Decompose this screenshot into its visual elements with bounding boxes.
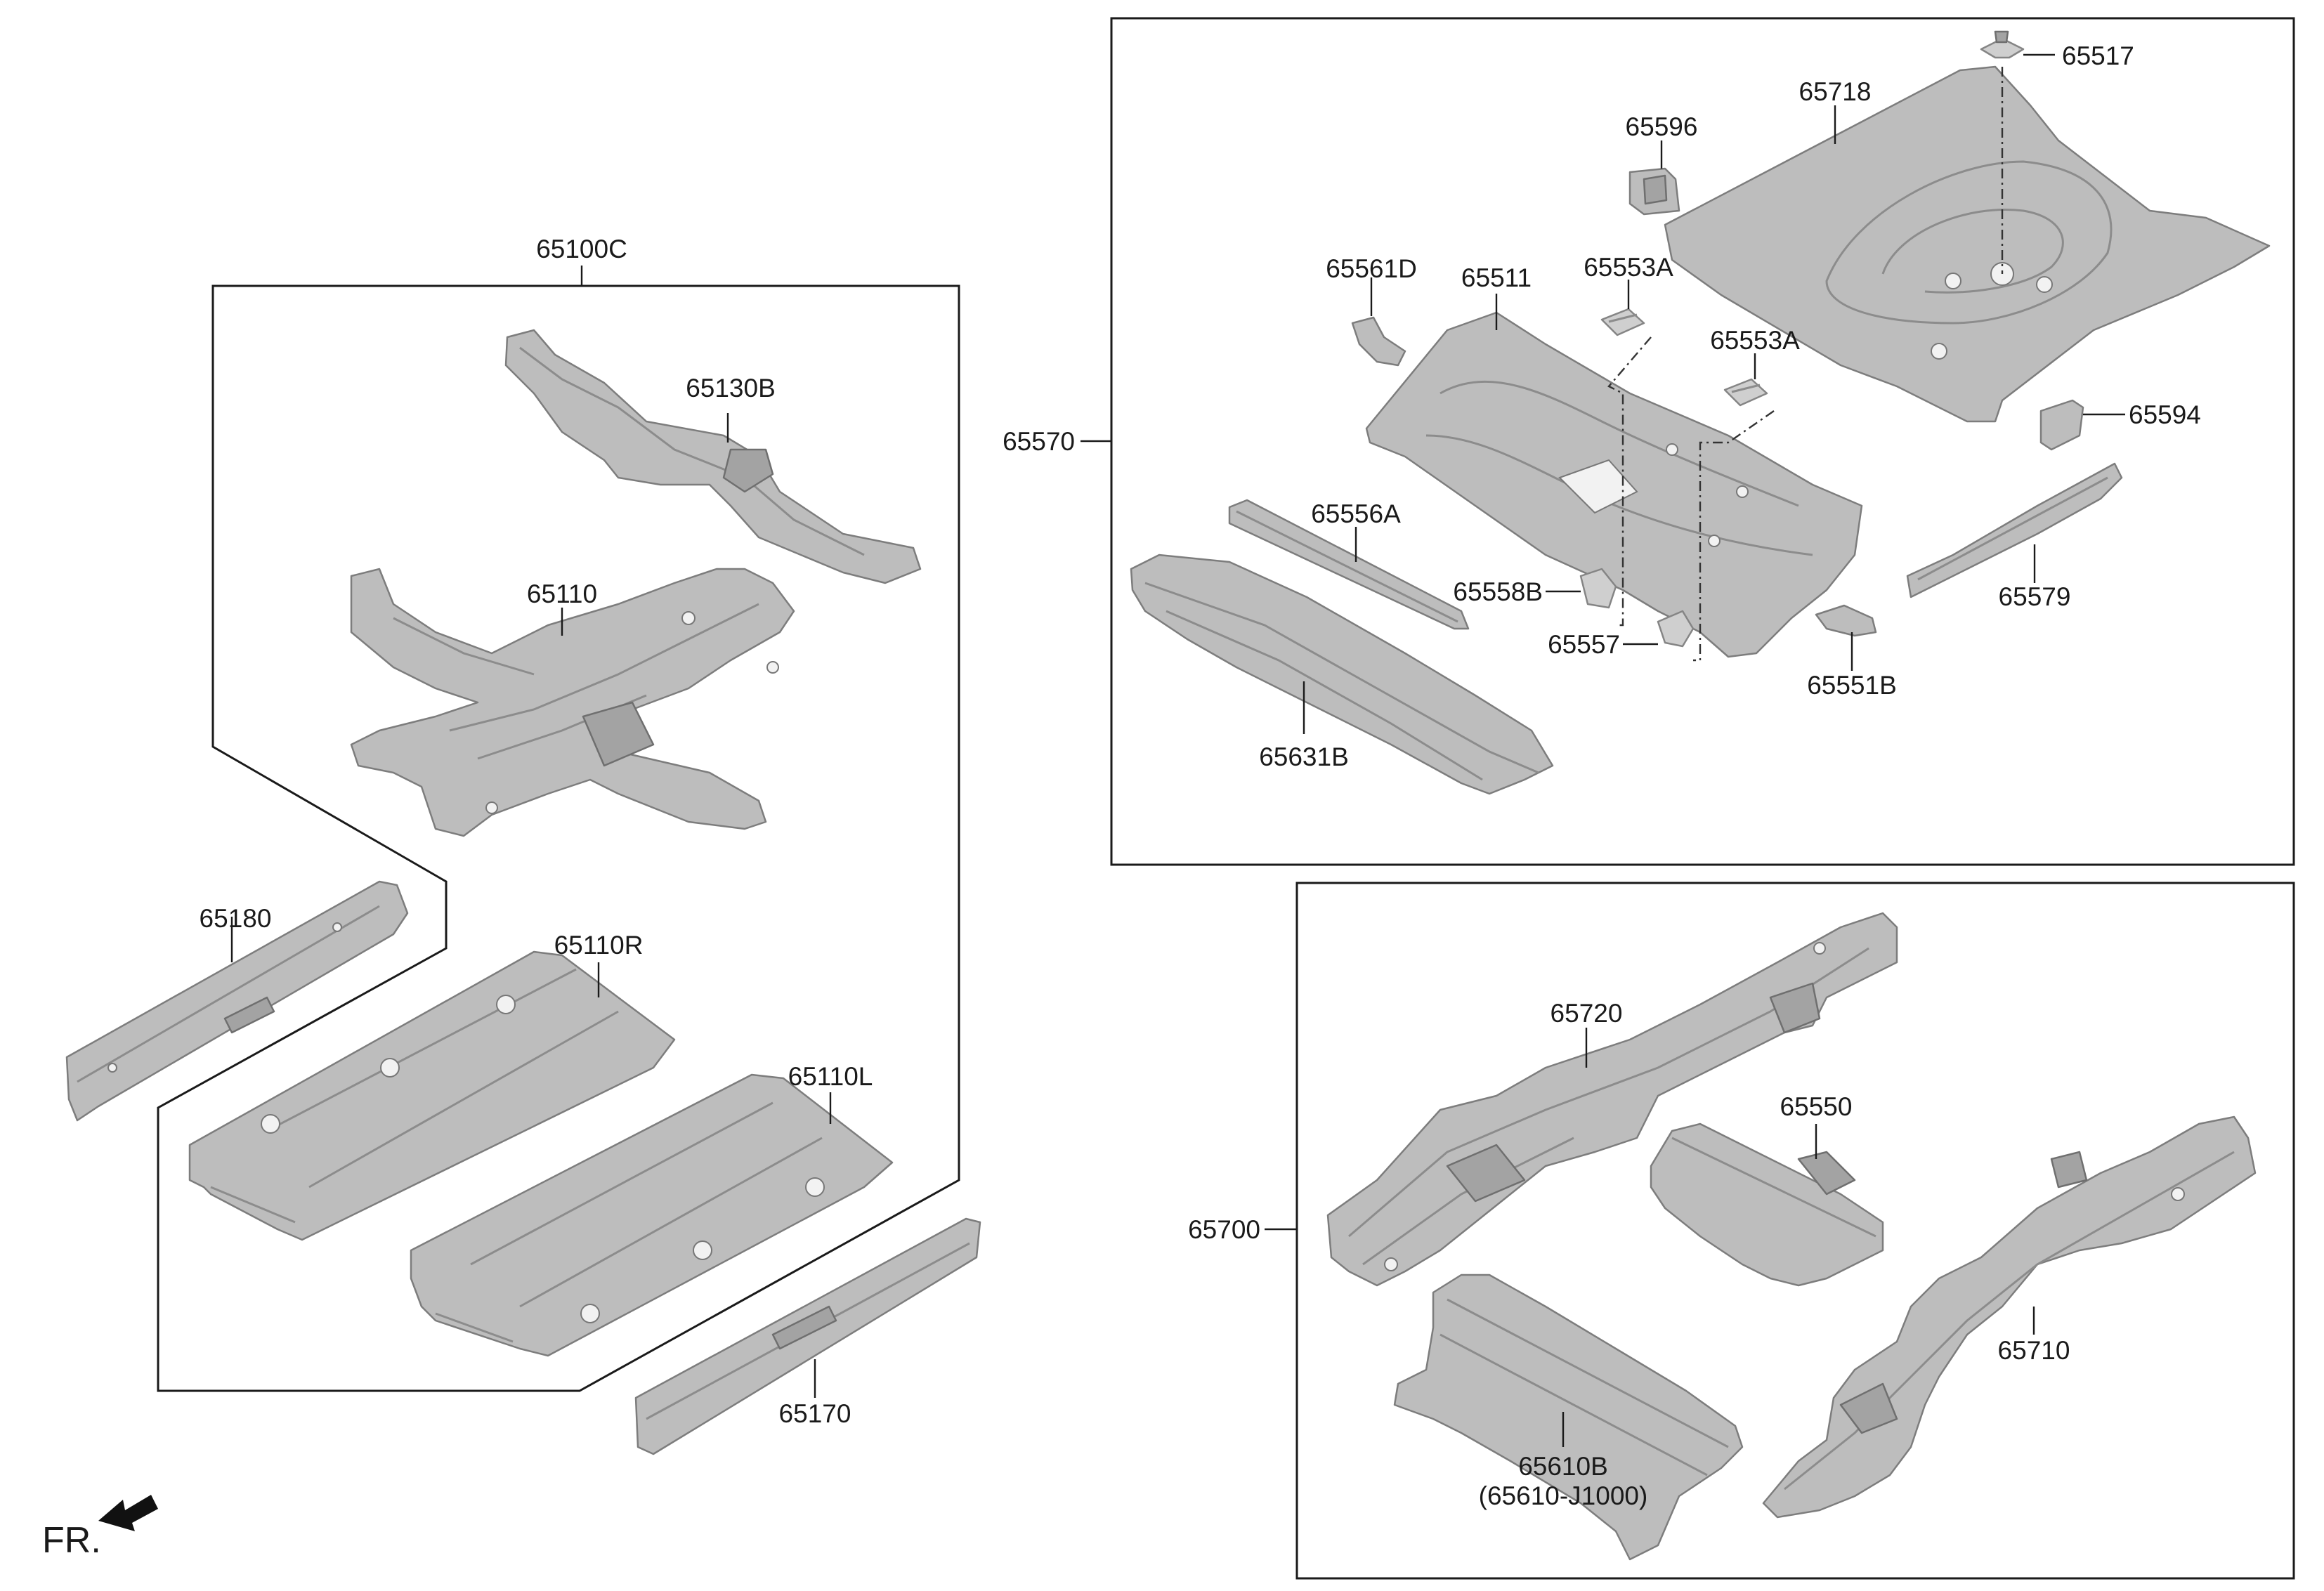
label-65551b: 65551B (1807, 671, 1897, 700)
front-direction-label: FR. (42, 1520, 101, 1561)
label-65557: 65557 (1548, 630, 1620, 659)
group-65700-box (1295, 882, 2295, 1580)
label-65710: 65710 (1998, 1336, 2070, 1365)
label-65170: 65170 (779, 1399, 851, 1428)
part-65553a-1[interactable] (1600, 308, 1645, 336)
part-65596[interactable] (1628, 167, 1680, 216)
part-65511[interactable] (1365, 311, 1863, 658)
part-65710[interactable] (1762, 1115, 2257, 1519)
part-65180[interactable] (65, 880, 409, 1122)
label-65110r: 65110R (554, 931, 644, 960)
label-65180: 65180 (200, 904, 272, 933)
label-65130b: 65130B (686, 374, 776, 402)
label-65720: 65720 (1551, 999, 1623, 1028)
part-65631b[interactable] (1130, 554, 1554, 795)
part-65110[interactable] (350, 568, 795, 837)
label-65570: 65570 (1003, 427, 1075, 456)
part-65110l[interactable] (410, 1073, 894, 1357)
label-65610b: 65610B (1518, 1452, 1608, 1481)
label-65558b: 65558B (1453, 577, 1543, 606)
label-65561d: 65561D (1326, 254, 1417, 283)
part-65594[interactable] (2039, 399, 2084, 451)
part-65561d[interactable] (1351, 316, 1406, 367)
dashlines-65553a (1607, 336, 1775, 662)
part-65610b[interactable] (1393, 1274, 1744, 1561)
label-65511: 65511 (1461, 263, 1532, 292)
front-direction-indicator: FR. (42, 1495, 158, 1561)
part-65130b[interactable] (504, 329, 922, 584)
part-65718[interactable] (1664, 65, 2271, 423)
label-65110: 65110 (527, 580, 597, 608)
part-65551b[interactable] (1815, 604, 1877, 637)
leaders-left (230, 413, 832, 1398)
label-65556a: 65556A (1311, 499, 1401, 528)
part-65553a-2[interactable] (1723, 378, 1768, 407)
label-65718: 65718 (1799, 77, 1872, 106)
label-65517: 65517 (2062, 41, 2134, 70)
part-65517[interactable] (1980, 30, 2025, 59)
label-65110l: 65110L (788, 1062, 873, 1091)
label-65579: 65579 (1999, 582, 2071, 611)
part-65579[interactable] (1906, 462, 2123, 598)
part-65558b[interactable] (1579, 568, 1617, 609)
label-65553a-2: 65553A (1710, 326, 1800, 355)
label-65100c: 65100C (536, 235, 627, 263)
label-65700: 65700 (1188, 1215, 1260, 1244)
part-65720[interactable] (1326, 912, 1898, 1287)
group-65100c-outline (157, 266, 960, 1392)
part-65557[interactable] (1657, 610, 1695, 648)
label-65596: 65596 (1626, 112, 1698, 141)
part-65110r[interactable] (188, 950, 676, 1241)
part-65550[interactable] (1650, 1122, 1884, 1287)
label-65550: 65550 (1780, 1092, 1853, 1121)
label-65594: 65594 (2129, 400, 2201, 429)
part-65556a[interactable] (1228, 499, 1470, 630)
label-65631b: 65631B (1259, 742, 1349, 771)
label-65553a-1: 65553A (1584, 253, 1673, 282)
part-65170[interactable] (634, 1217, 981, 1455)
label-65610b-alt: (65610-J1000) (1479, 1481, 1648, 1510)
front-direction-arrow-icon (98, 1495, 158, 1531)
